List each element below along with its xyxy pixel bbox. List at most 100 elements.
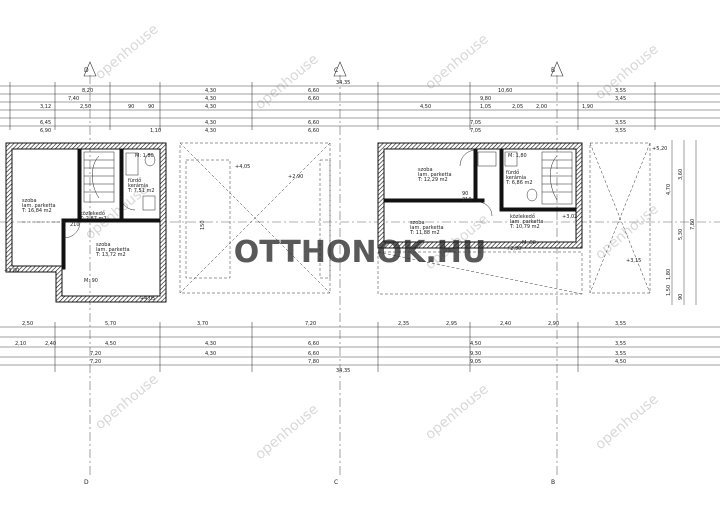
dim-text: 2,90 [548,321,559,327]
axis-label-b-bottom: B [551,479,555,486]
dim-text: 4,50 [420,104,431,110]
door-swing [63,221,81,239]
room-area: T: 7,51 m2 [127,188,155,194]
room-floor: kerámia [506,174,526,181]
right-terraces: +3,15 +5,20 [377,142,667,295]
top-dimensions: 34,35 8,20 4,30 6,60 10,60 3,55 7,40 4,3… [0,80,720,134]
dim-text: 1,80 [666,269,672,280]
dim-text: 6,60 [308,351,319,357]
room-area: T: 13,72 m2 [95,252,126,258]
room-area: T: 6,86 m2 [505,180,533,186]
level-mark: +3,15 [626,258,641,264]
room-area: T: 16,84 m2 [21,208,52,214]
dim-text: 6,45 [40,120,51,126]
dim-text: 10,60 [498,88,512,94]
dim-text: 9,05 [470,359,481,365]
room-name: közlekedő [80,211,105,217]
level-mark: +2,90 [506,246,521,252]
level-mark: +3,02 [562,214,577,220]
note-text: 210 [70,222,80,228]
room-name: szoba [410,220,425,226]
dim-text: 4,30 [205,88,216,94]
dim-text: 2,05 [512,104,523,110]
room-floor: lam. parketta [96,247,130,253]
note-text: 210 [462,197,472,203]
dim-text: 4,50 [615,359,626,365]
dim-text: 2,50 [22,321,33,327]
dim-text: 4,70 [666,184,672,195]
dim-text: 6,60 [308,128,319,134]
dim-text: 3,55 [615,128,626,134]
dim-text: 9,30 [470,351,481,357]
right-dimensions: 4,70 3,60 5,30 7,80 1,80 1,50 90 [666,140,697,305]
room-floor: lam. parketta [418,172,452,178]
room-name: közlekedő [510,214,535,220]
dim-text: 9,80 [480,96,491,102]
stair-left [83,151,115,203]
room-name: szoba [22,198,37,204]
watermark-text: openhouse [252,401,321,463]
top-overall-dim: 34,35 [336,80,350,86]
bathroom-fixtures-right [477,151,538,202]
dim-text: 90 [678,294,684,300]
dim-text: 5,30 [678,229,684,240]
dim-text: 4,30 [205,341,216,347]
dim-text: 3,55 [615,88,626,94]
dim-text: 2,10 [15,341,26,347]
dim-text: 4,30 [205,96,216,102]
right-unit-plan: szoba lam. parketta T: 12,29 m2 fürdő ke… [377,142,583,252]
dim-text: 4,30 [205,351,216,357]
room-area: T: 10,79 m2 [509,224,540,230]
room-name: szoba [418,167,433,173]
door-swing [120,195,136,211]
dim-text: 7,05 [470,120,481,126]
dim-text: 6,60 [308,120,319,126]
note-text: M: 1,80 [135,153,154,159]
dim-text: 90 [148,104,154,110]
bathroom-fixtures-left [125,152,156,211]
dim-text: 4,30 [205,120,216,126]
room-floor: lam. parketta [22,203,56,209]
axis-marker-c [333,61,347,77]
room-floor: kerámia [128,182,148,189]
note-text: 90 [462,191,468,197]
center-watermark: OTTHONOK.HU [234,235,486,270]
watermark-text: openhouse [422,31,491,93]
dim-text: 3,55 [615,351,626,357]
dim-text: 6,60 [308,341,319,347]
dim-text: 3,12 [40,104,51,110]
dim-text: 7,40 [68,96,79,102]
watermark-text: openhouse [422,381,491,443]
left-terrace: +4,05 +2,90 150 [179,142,331,294]
note-text: M: 90 [522,240,536,246]
dim-text: 7,05 [470,128,481,134]
door-swing [477,201,493,217]
watermark-text: openhouse [252,51,321,113]
room-area: T: 11,88 m2 [409,230,440,236]
door-swing [459,149,477,167]
dim-text: 2,00 [536,104,547,110]
axis-label-c-bottom: C [334,479,338,486]
dim-text: 3,45 [615,96,626,102]
dim-text: 4,30 [205,104,216,110]
watermark-text: openhouse [92,371,161,433]
axis-label-d-bottom: D [84,479,89,486]
stair-right [541,151,573,205]
dim-text: 3,70 [197,321,208,327]
dim-text: 3,60 [678,169,684,180]
dim-text: 3,55 [615,120,626,126]
dim-text: 6,60 [308,96,319,102]
level-mark: +4,05 [140,296,155,302]
room-floor: lam. parketta [510,219,544,225]
axis-marker-d [83,61,97,77]
bottom-overall-dim: 34,35 [336,368,350,374]
dim-text: 1,50 [666,285,672,296]
left-unit-plan: szoba lam. parketta T: 16,84 m2 fürdő ke… [4,142,167,303]
level-mark: +3,80 [4,268,19,274]
dim-text: 6,90 [40,128,51,134]
dim-text: 7,20 [90,359,101,365]
dim-text: 2,40 [45,341,56,347]
dim-text: 1,10 [150,128,161,134]
level-mark: +5,20 [652,146,667,152]
